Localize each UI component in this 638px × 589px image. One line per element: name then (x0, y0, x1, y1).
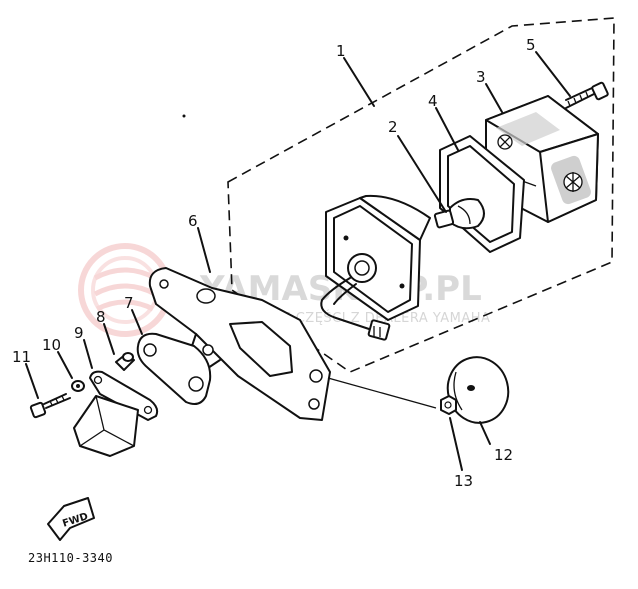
callout-13: 13 (454, 472, 473, 490)
part-1-lamp-base (320, 194, 431, 341)
callout-6: 6 (188, 212, 198, 230)
callout-4: 4 (428, 92, 438, 110)
assembly-1-outline (227, 17, 615, 373)
callout-2: 2 (388, 118, 398, 136)
callout-3: 3 (476, 68, 486, 86)
part-7-plate (136, 332, 212, 405)
part-12-reflector (446, 356, 510, 424)
callout-5: 5 (526, 36, 536, 54)
part-11-bolt (29, 393, 71, 419)
part-9-license-lamp (73, 370, 159, 457)
part-10-washer (71, 380, 85, 392)
callout-7: 7 (124, 294, 134, 312)
part-2-bulb (433, 198, 485, 230)
callout-10: 10 (42, 336, 61, 354)
part-8-collar (115, 352, 135, 371)
leader-lines (25, 51, 571, 471)
callout-9: 9 (74, 324, 84, 342)
callout-1: 1 (336, 42, 346, 60)
callout-12: 12 (494, 446, 513, 464)
callouts: 1 2 3 4 5 6 7 8 9 10 11 12 13 (12, 36, 536, 490)
callout-11: 11 (12, 348, 31, 366)
part-6-bracket (148, 267, 331, 421)
part-5-screw (565, 81, 609, 109)
diagram-code: 23H110-3340 (28, 551, 113, 565)
stray-dot (182, 114, 186, 118)
part-13-nut (440, 395, 457, 415)
callout-8: 8 (96, 308, 106, 326)
fwd-arrow-icon: FWD (47, 497, 95, 541)
